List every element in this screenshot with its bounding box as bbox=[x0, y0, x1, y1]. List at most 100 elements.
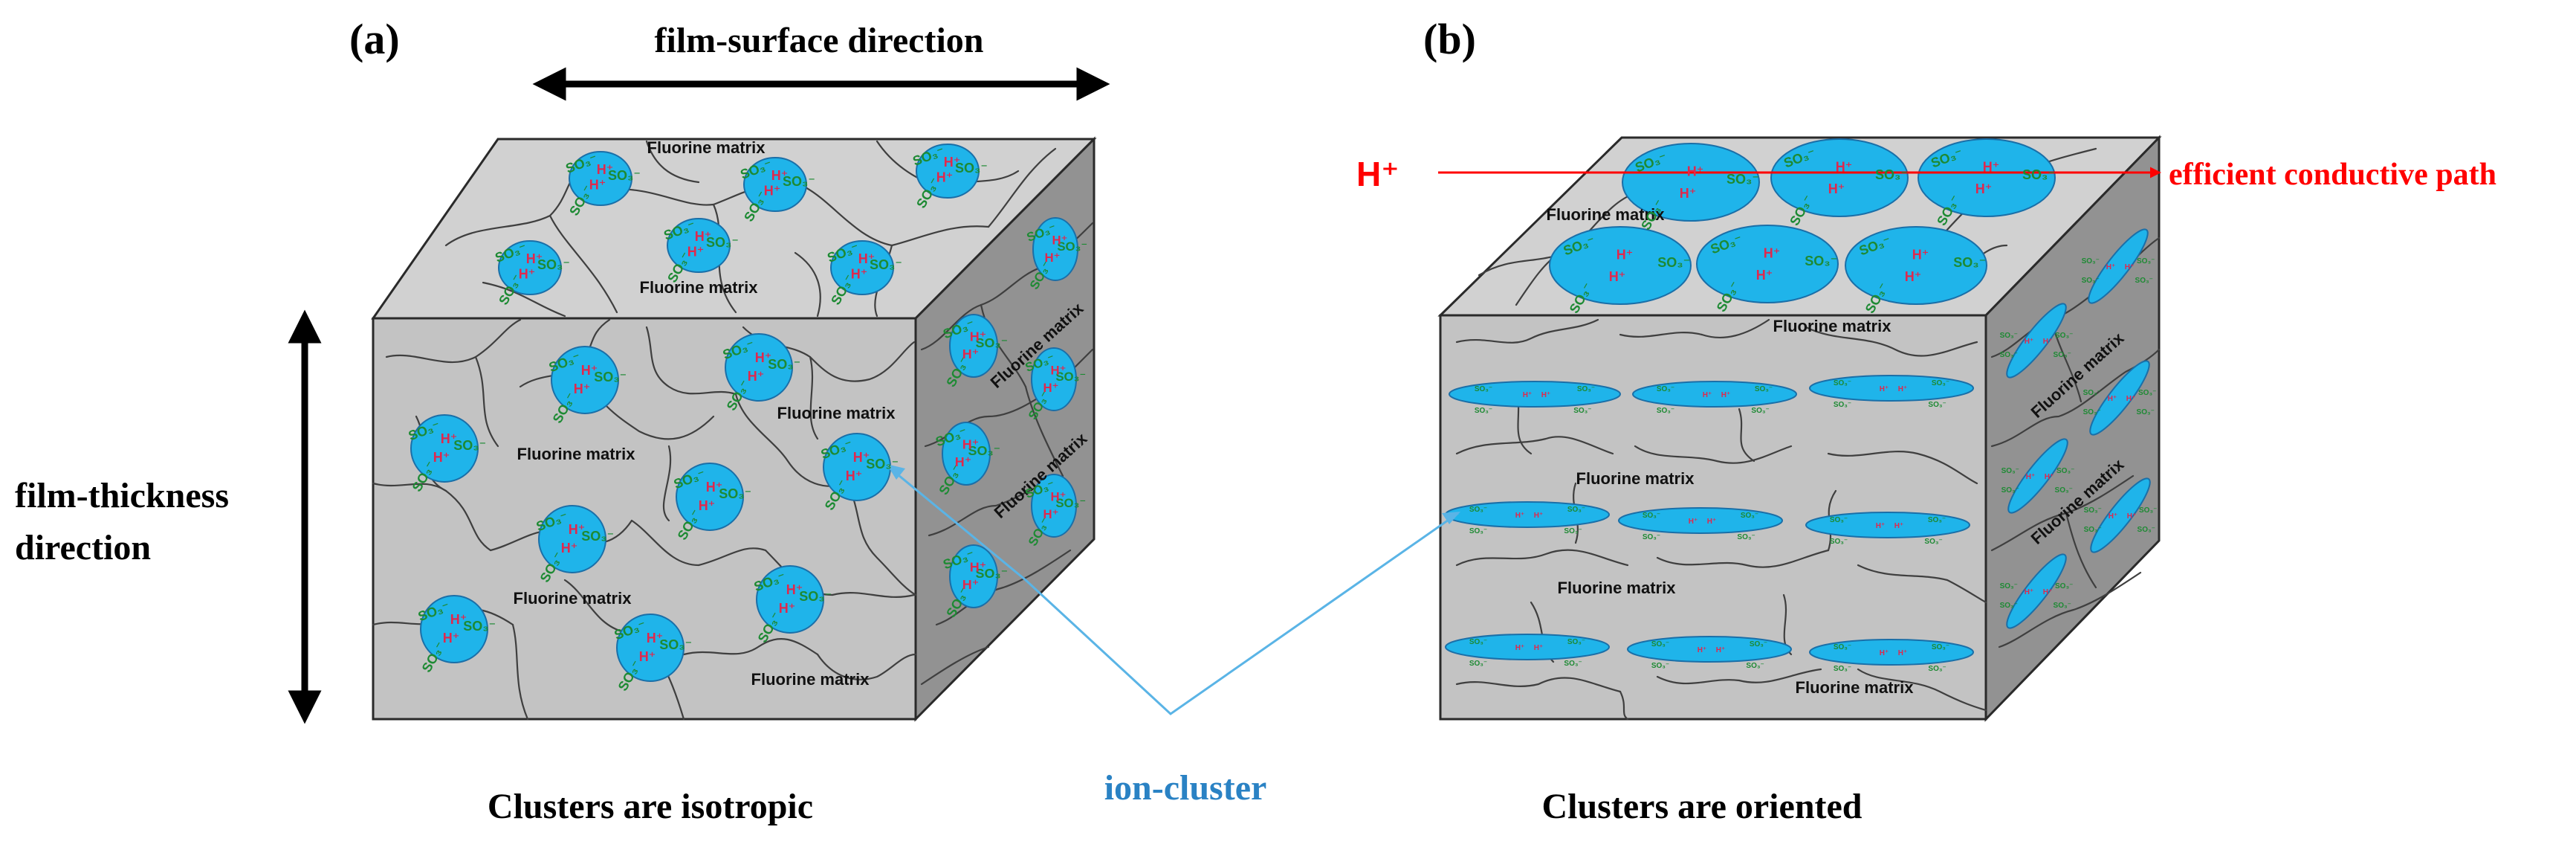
ion-cluster-sphere bbox=[949, 314, 998, 378]
film-thickness-label-line2: direction bbox=[15, 528, 151, 567]
sulfonate-group: SO₃⁻ bbox=[594, 370, 627, 384]
sulfonate-group: SO₃⁻ bbox=[2054, 351, 2071, 359]
proton: H⁺ bbox=[1721, 391, 1731, 399]
sulfonate-group: SO₃⁻ bbox=[2000, 332, 2018, 340]
proton: H⁺ bbox=[687, 244, 705, 259]
matrix-label: Fluorine matrix bbox=[1547, 205, 1666, 224]
matrix-label: Fluorine matrix bbox=[1558, 579, 1677, 597]
ion-cluster-oriented bbox=[1549, 226, 1692, 305]
proton: H⁺ bbox=[1515, 644, 1525, 652]
proton: H⁺ bbox=[1876, 522, 1886, 530]
cube-a-ion-clusters bbox=[410, 144, 1078, 682]
ion-cluster-sphere bbox=[616, 614, 685, 682]
proton: H⁺ bbox=[764, 183, 781, 198]
proton: H⁺ bbox=[1051, 363, 1067, 377]
ion-cluster-sphere bbox=[949, 544, 998, 608]
ion-cluster-oriented bbox=[2088, 228, 2149, 304]
proton: H⁺ bbox=[1534, 512, 1544, 520]
proton: H⁺ bbox=[2108, 395, 2117, 403]
proton: H⁺ bbox=[786, 582, 803, 597]
ion-cluster-sphere bbox=[916, 144, 980, 199]
sulfonate-group: SO₃⁻ bbox=[1834, 379, 1851, 387]
sulfonate-group: SO₃⁻ bbox=[2054, 602, 2071, 610]
ion-cluster-oriented bbox=[1622, 143, 1760, 222]
ion-cluster-sphere bbox=[743, 157, 807, 212]
sulfonate-group: SO₃⁻ bbox=[1737, 533, 1755, 541]
sulfonate-group: SO₃⁻ bbox=[1928, 665, 1946, 673]
sulfonate-group: SO₃⁻ bbox=[799, 589, 832, 604]
proton: H⁺ bbox=[970, 329, 986, 344]
proton: H⁺ bbox=[1687, 164, 1704, 179]
sulfonate-group: SO₃⁻ bbox=[2084, 506, 2102, 515]
sulfonate-group: SO₃⁻ bbox=[1834, 665, 1851, 673]
sulfonate-group: SO₃⁻ bbox=[2000, 582, 2018, 590]
proton: H⁺ bbox=[2043, 338, 2053, 346]
proton: H⁺ bbox=[569, 522, 586, 537]
proton: H⁺ bbox=[936, 170, 954, 184]
sulfonate-group: SO₃⁻ bbox=[463, 619, 496, 634]
sulfonate-group: SO₃⁻ bbox=[1567, 638, 1585, 646]
sulfonate-group: SO₃⁻ bbox=[1475, 407, 1492, 415]
proton: H⁺ bbox=[970, 559, 986, 574]
sulfonate-group: SO₃⁻ bbox=[783, 174, 815, 189]
cube-b-ion-clusters bbox=[1445, 138, 2151, 666]
proton: H⁺ bbox=[450, 612, 467, 627]
sulfonate-group: SO₃⁻ bbox=[2138, 389, 2156, 397]
ion-cluster-oriented bbox=[1627, 636, 1792, 663]
proton: H⁺ bbox=[748, 369, 765, 384]
ion-cluster-oriented bbox=[1918, 138, 2056, 217]
proton: H⁺ bbox=[519, 266, 536, 281]
matrix-label: Fluorine matrix bbox=[1796, 678, 1915, 697]
proton: H⁺ bbox=[695, 229, 712, 244]
sulfonate-group: SO₃⁻ bbox=[976, 335, 1009, 350]
ion-cluster-label: ion-cluster bbox=[1104, 768, 1267, 808]
proton: H⁺ bbox=[2025, 338, 2034, 346]
sulfonate-group: SO₃⁻ bbox=[2139, 506, 2157, 515]
proton: H⁺ bbox=[755, 350, 772, 365]
sulfonate-group: SO₃⁻ bbox=[2000, 351, 2018, 359]
proton: H⁺ bbox=[1880, 385, 1889, 393]
sulfonate-group: SO₃⁻ bbox=[1750, 640, 1767, 648]
proton: H⁺ bbox=[1534, 644, 1544, 652]
proton: H⁺ bbox=[574, 381, 591, 396]
sulfonate-group: SO₃⁻ bbox=[1055, 496, 1086, 510]
proton: H⁺ bbox=[1043, 381, 1059, 395]
ion-cluster-sphere bbox=[538, 505, 606, 573]
proton: H⁺ bbox=[433, 450, 450, 465]
sulfonate-group: SO₃⁻ bbox=[2001, 486, 2019, 495]
matrix-label: Fluorine matrix bbox=[1576, 469, 1695, 488]
proton: H⁺ bbox=[1898, 649, 1908, 657]
proton: H⁺ bbox=[1515, 512, 1525, 520]
ion-cluster-oriented bbox=[1770, 138, 1909, 217]
proton: H⁺ bbox=[955, 454, 971, 469]
sulfonate-group: SO₃⁻ bbox=[1657, 407, 1674, 415]
proton: H⁺ bbox=[846, 469, 863, 483]
sulfonate-group: SO₃⁻ bbox=[1741, 512, 1758, 520]
proton: H⁺ bbox=[1764, 246, 1781, 261]
proton: H⁺ bbox=[561, 541, 578, 556]
matrix-label: Fluorine matrix bbox=[647, 138, 766, 157]
proton: H⁺ bbox=[1703, 391, 1712, 399]
panel-a-label: (a) bbox=[349, 15, 400, 63]
sulfonate-group: SO₃⁻ bbox=[1057, 239, 1087, 254]
proton: H⁺ bbox=[1052, 233, 1068, 247]
sulfonate-group: SO₃⁻ bbox=[1567, 506, 1585, 514]
ion-cluster-callout: ion-cluster bbox=[887, 464, 1460, 808]
sulfonate-group: SO₃⁻ bbox=[1564, 660, 1582, 668]
proton: H⁺ bbox=[962, 437, 979, 451]
proton: H⁺ bbox=[1541, 391, 1551, 399]
ion-cluster-leader-arrowhead bbox=[1442, 512, 1460, 524]
proton: H⁺ bbox=[2106, 263, 2116, 271]
sulfonate-group: SO₃⁻ bbox=[2138, 526, 2155, 534]
proton: H⁺ bbox=[2127, 512, 2137, 521]
sulfonate-group: SO₃⁻ bbox=[2137, 257, 2155, 265]
matrix-label: Fluorine matrix bbox=[517, 445, 636, 463]
proton: H⁺ bbox=[706, 480, 723, 495]
proton: H⁺ bbox=[441, 431, 458, 446]
proton: H⁺ bbox=[1689, 518, 1698, 526]
sulfonate-group: SO₃⁻ bbox=[1651, 662, 1669, 670]
ion-cluster-oriented bbox=[1618, 507, 1783, 534]
proton: H⁺ bbox=[2109, 512, 2118, 521]
sulfonate-group: SO₃⁻ bbox=[976, 566, 1009, 581]
sulfonate-group: SO₃⁻ bbox=[1875, 167, 1908, 182]
